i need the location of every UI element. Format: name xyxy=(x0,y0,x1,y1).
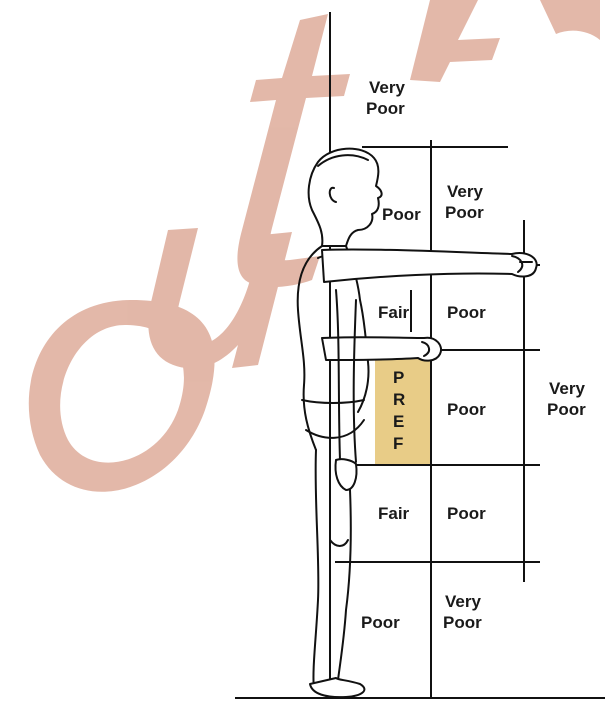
figure-extended-arm xyxy=(322,249,537,282)
figure-feet xyxy=(310,678,364,697)
label-bottom-poor: Poor xyxy=(361,613,400,632)
label-waist-poor: Poor xyxy=(447,400,486,419)
label-head-poor: Poor xyxy=(382,205,421,224)
watermark xyxy=(29,0,600,492)
watermark-t2 xyxy=(410,0,500,82)
figure-bent-arm xyxy=(322,337,441,361)
label-knee-poor: Poor xyxy=(447,504,486,523)
label-top-very-poor-line1: Very xyxy=(369,78,405,97)
label-far-right-very-poor-line1: Very xyxy=(549,379,585,398)
label-far-right-very-poor-line2: Poor xyxy=(547,400,586,419)
label-pref-p: P xyxy=(393,368,404,387)
label-head-right-very-poor-line2: Poor xyxy=(445,203,484,222)
label-shoulder-poor: Poor xyxy=(447,303,486,322)
label-bottom-very-poor-line2: Poor xyxy=(443,613,482,632)
watermark-o xyxy=(29,300,215,492)
label-head-right-very-poor-line1: Very xyxy=(447,182,483,201)
figure-knee xyxy=(330,540,348,546)
figure-leg-front xyxy=(338,490,351,680)
label-bottom-very-poor-line1: Very xyxy=(445,592,481,611)
figure-hand xyxy=(335,459,356,490)
watermark-c xyxy=(540,0,600,40)
label-pref-e: E xyxy=(393,412,404,431)
label-knee-fair: Fair xyxy=(378,504,410,523)
label-top-very-poor-line2: Poor xyxy=(366,99,405,118)
label-shoulder-fair: Fair xyxy=(378,303,410,322)
figure-leg-back xyxy=(313,450,318,690)
label-pref-r: R xyxy=(393,390,405,409)
figure-head xyxy=(309,149,382,246)
label-pref-f: F xyxy=(393,434,403,453)
